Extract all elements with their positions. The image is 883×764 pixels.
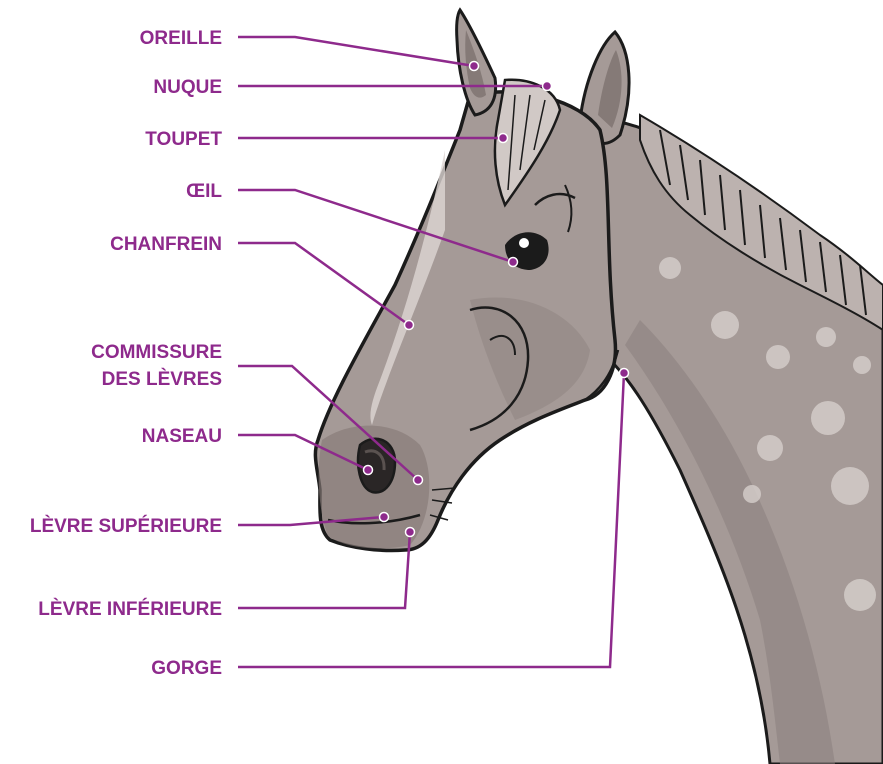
dot-nuque — [543, 82, 552, 91]
dot-gorge — [620, 369, 629, 378]
label-commissure-line1: COMMISSURE — [91, 342, 222, 363]
eye-highlight — [519, 238, 529, 248]
label-levre-inferieure: LÈVRE INFÉRIEURE — [38, 598, 222, 620]
dot-oreille — [470, 62, 479, 71]
dot-oeil — [509, 258, 518, 267]
label-oreille: OREILLE — [140, 28, 222, 49]
dot-chanfrein — [405, 321, 414, 330]
dot-toupet — [499, 134, 508, 143]
label-group: OREILLE NUQUE TOUPET ŒIL CHANFREIN COMMI… — [30, 28, 223, 679]
label-commissure-line2: DES LÈVRES — [102, 368, 222, 390]
label-nuque: NUQUE — [153, 77, 222, 98]
horse-nostril — [358, 439, 395, 493]
dot-commissure — [414, 476, 423, 485]
label-naseau: NASEAU — [142, 426, 222, 447]
horse-illustration — [315, 10, 883, 764]
dot-naseau — [364, 466, 373, 475]
dot-levre-inferieure — [406, 528, 415, 537]
label-gorge: GORGE — [151, 658, 222, 679]
label-chanfrein: CHANFREIN — [110, 234, 222, 255]
dot-levre-superieure — [380, 513, 389, 522]
label-levre-superieure: LÈVRE SUPÉRIEURE — [30, 515, 222, 537]
label-oeil: ŒIL — [186, 181, 222, 202]
label-toupet: TOUPET — [145, 129, 222, 150]
leader-oreille — [238, 37, 474, 66]
